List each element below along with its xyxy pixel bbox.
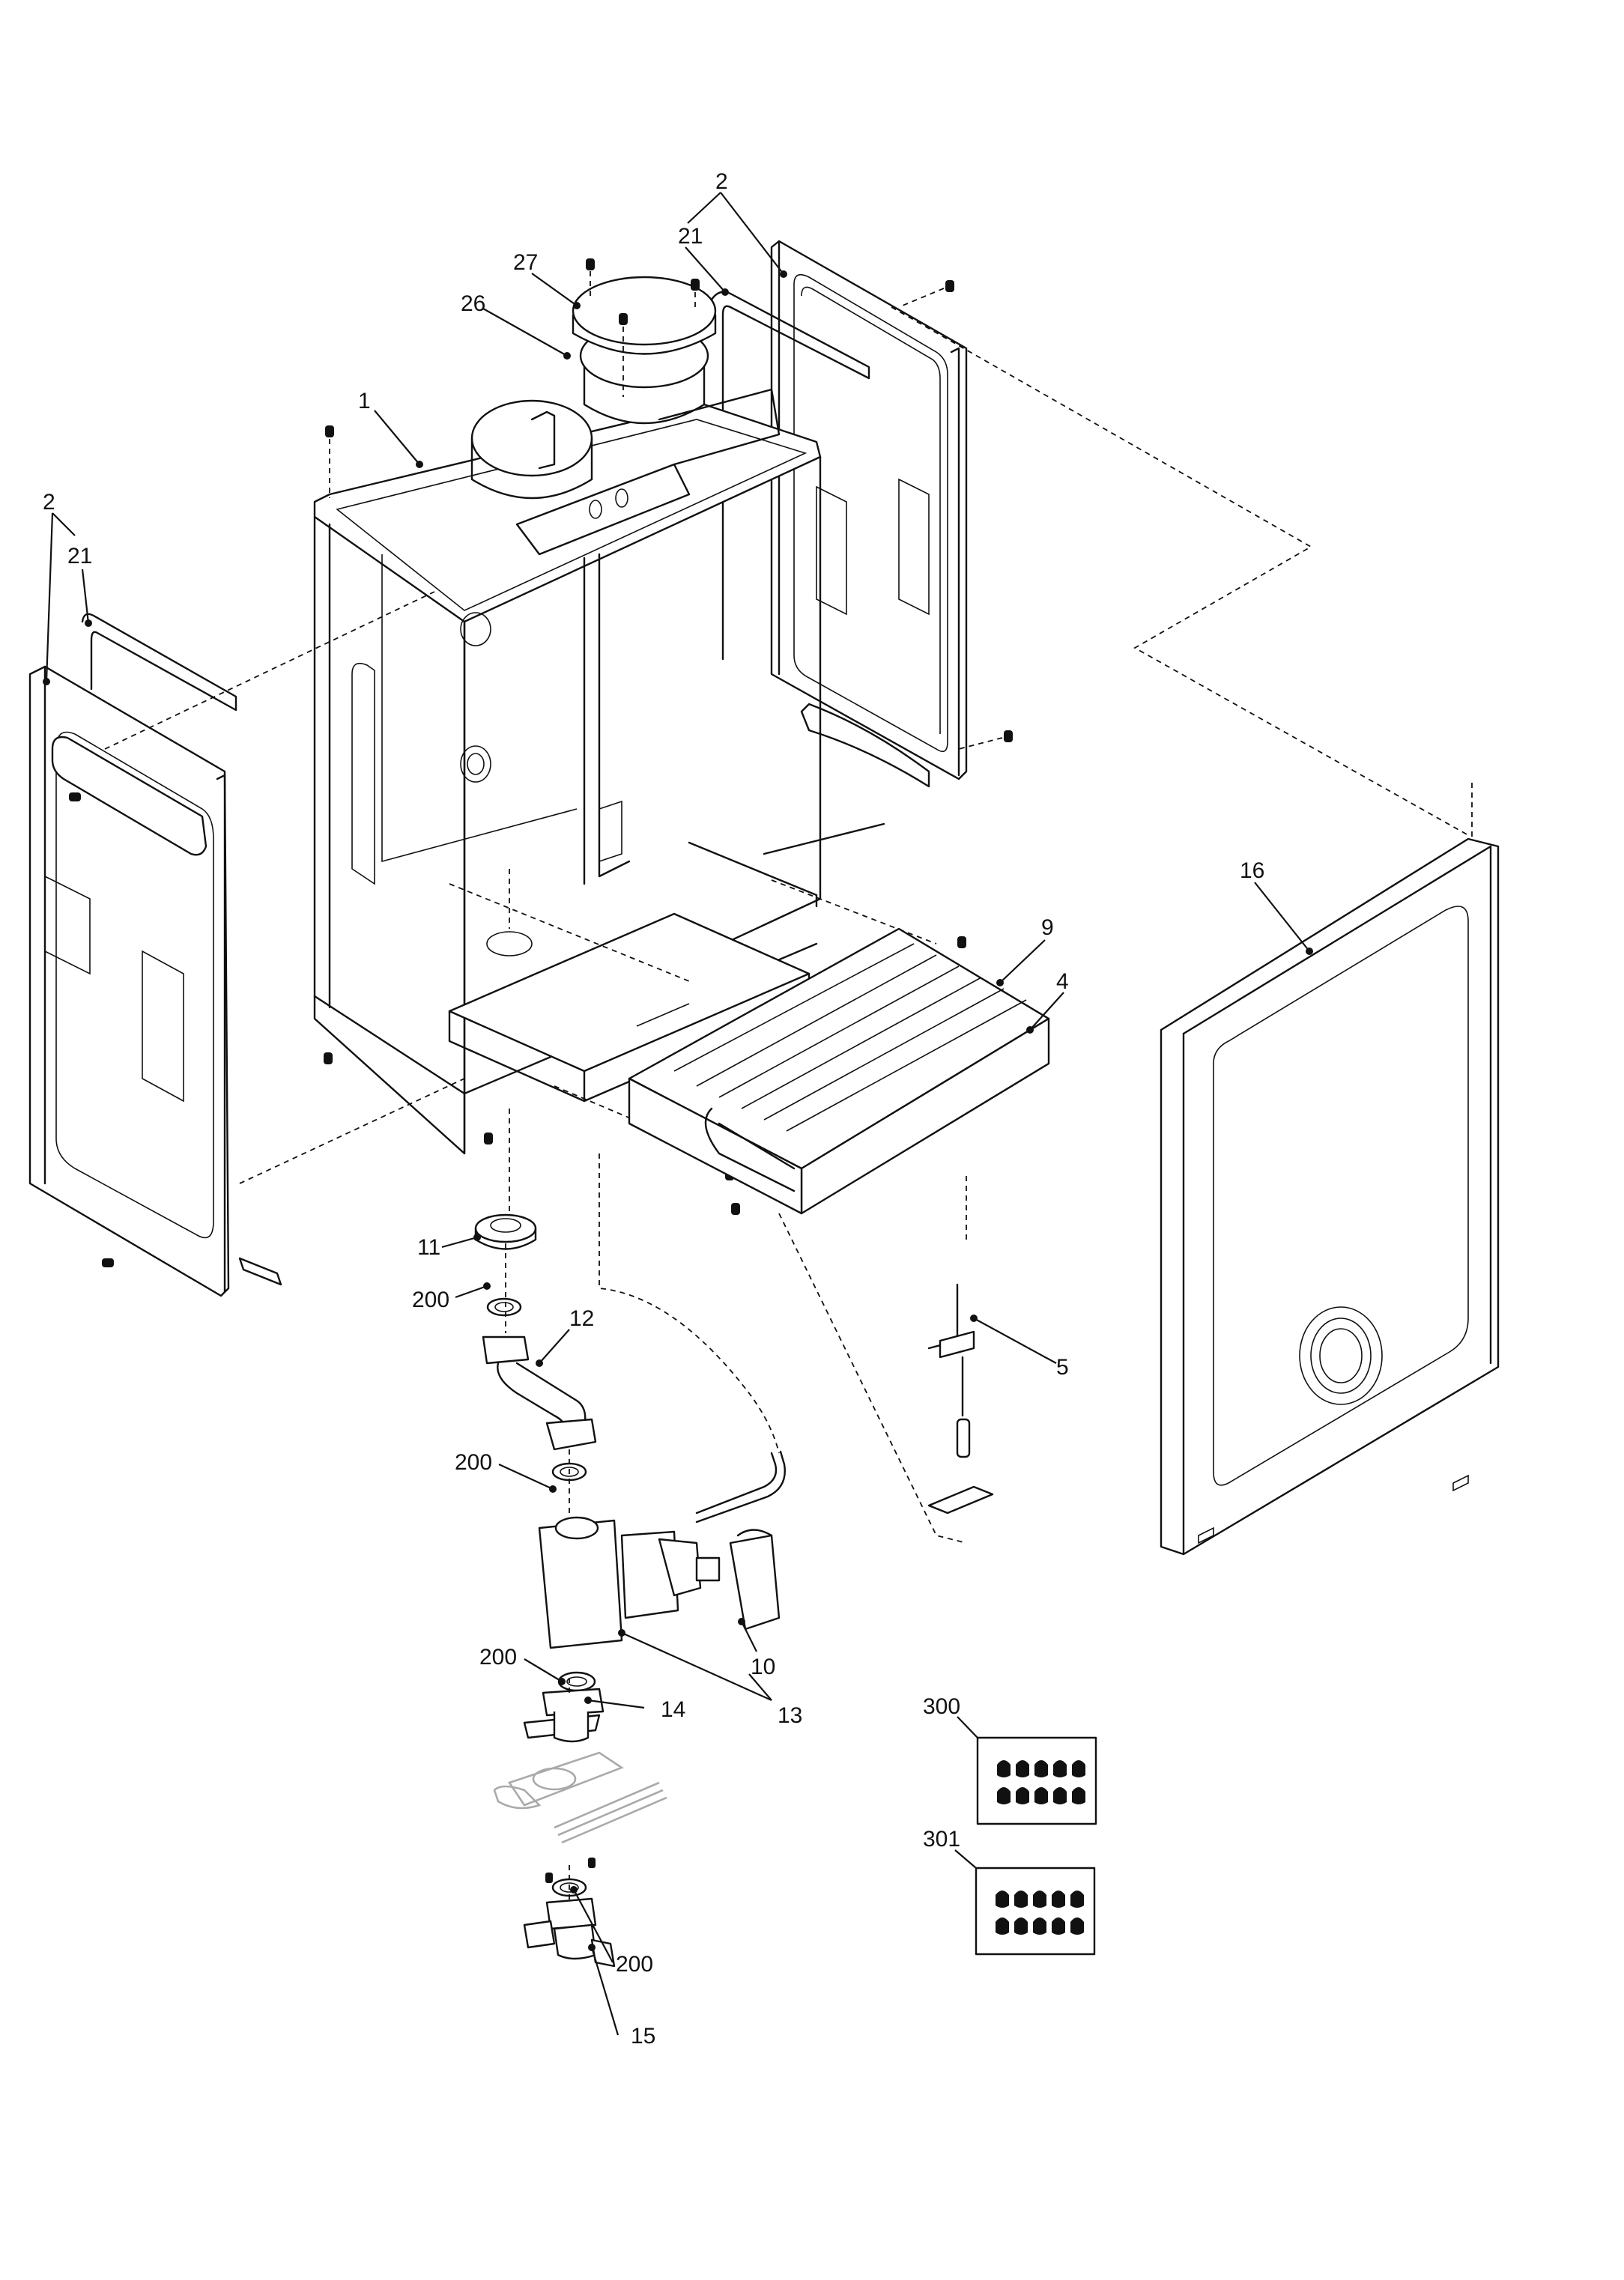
callout-27: 27 — [513, 250, 538, 275]
callout-26: 26 — [461, 291, 485, 316]
injector-icon — [1033, 1917, 1046, 1935]
injector-icon — [1052, 1917, 1065, 1935]
callout-13: 13 — [778, 1703, 802, 1728]
injector-icon — [1072, 1760, 1085, 1777]
injector-icon — [1052, 1891, 1065, 1908]
injector-icon — [1072, 1787, 1085, 1804]
screw-icon — [957, 936, 966, 948]
injector-icon — [1053, 1760, 1067, 1777]
injector-icon — [1034, 1787, 1048, 1804]
injector-icon — [1034, 1760, 1048, 1777]
callout-2-left: 2 — [43, 490, 55, 515]
callout-15: 15 — [631, 2024, 655, 2049]
screw-icon — [484, 1133, 493, 1144]
screw-icon — [958, 730, 1013, 750]
left-side-panel — [28, 591, 465, 1297]
callout-14: 14 — [661, 1697, 685, 1722]
callout-200-a: 200 — [412, 1288, 449, 1312]
injector-icon — [1070, 1891, 1084, 1908]
right-side-panel — [710, 240, 968, 855]
kit-box-301 — [975, 1867, 1096, 1956]
injector-icon — [996, 1917, 1009, 1935]
screw-icon — [102, 1258, 114, 1267]
injector-icon — [1016, 1787, 1029, 1804]
callout-2-right: 2 — [715, 169, 728, 194]
callout-16: 16 — [1240, 858, 1264, 883]
callout-200-b: 200 — [455, 1450, 492, 1475]
main-chassis — [313, 276, 822, 1155]
screw-icon — [691, 279, 700, 307]
screw-icon — [731, 1203, 740, 1215]
callout-12: 12 — [569, 1306, 594, 1331]
screws — [69, 258, 1013, 1267]
injector-icon — [997, 1760, 1011, 1777]
screw-icon — [586, 258, 595, 296]
screw-icon — [898, 280, 954, 308]
injector-icon — [1014, 1891, 1028, 1908]
callout-11: 11 — [417, 1235, 440, 1260]
screw-icon — [324, 1052, 333, 1064]
pipework — [474, 1213, 786, 1528]
callout-200-d: 200 — [616, 1952, 653, 1977]
screw-icon — [69, 792, 81, 801]
gas-valve — [538, 1516, 781, 1692]
kit-box-300 — [976, 1736, 1097, 1825]
injector-icon — [1053, 1787, 1067, 1804]
callout-21-right: 21 — [678, 224, 703, 249]
callout-5: 5 — [1056, 1355, 1069, 1380]
callout-200-c: 200 — [479, 1645, 517, 1670]
injector-icon — [996, 1891, 1009, 1908]
screw-icon — [325, 425, 334, 498]
burner-assembly — [628, 927, 1050, 1215]
gas-cock-assembly — [493, 1678, 667, 1968]
callout-301: 301 — [923, 1827, 960, 1852]
callout-labels: 2 21 27 26 1 2 21 16 9 4 11 200 12 5 200… — [43, 169, 1264, 2049]
injector-icon — [1016, 1760, 1029, 1777]
callout-21-left: 21 — [67, 544, 92, 569]
injector-icon — [1070, 1917, 1084, 1935]
callout-1: 1 — [358, 389, 371, 413]
front-panel — [1160, 783, 1500, 1556]
callout-300: 300 — [923, 1694, 960, 1719]
injector-icon — [1033, 1891, 1046, 1908]
leader-lines — [43, 192, 1313, 2036]
callout-10: 10 — [751, 1655, 775, 1679]
callout-9: 9 — [1041, 915, 1054, 940]
callout-4: 4 — [1056, 969, 1069, 994]
electrode — [927, 1283, 994, 1515]
injector-icon — [997, 1787, 1011, 1804]
screw-icon — [619, 313, 628, 397]
injector-icon — [1014, 1917, 1028, 1935]
